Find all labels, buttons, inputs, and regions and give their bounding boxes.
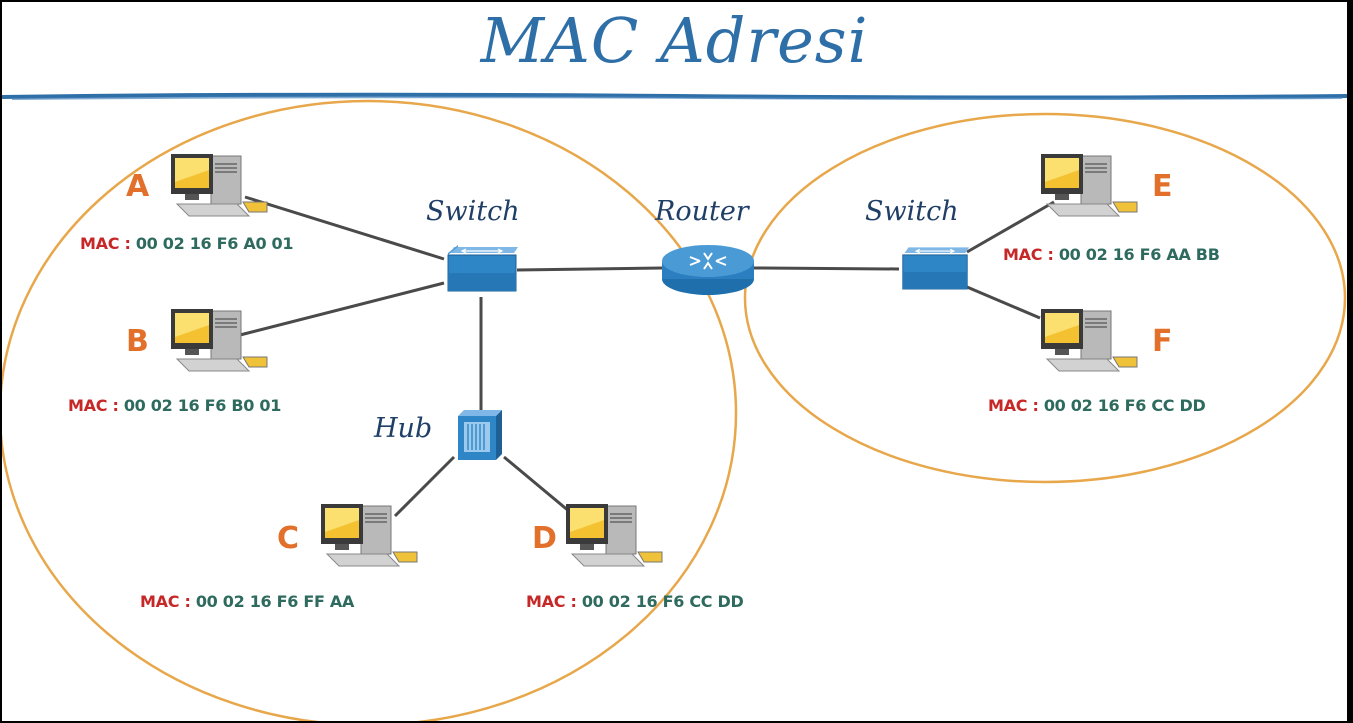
mac-value: 00 02 16 F6 CC DD	[581, 592, 744, 611]
link-switch-e	[966, 200, 1055, 254]
mac-value: 00 02 16 F6 B0 01	[123, 396, 282, 415]
link-router-switch	[753, 266, 900, 271]
host-a-letter: A	[126, 169, 150, 204]
router-icon	[662, 245, 754, 295]
link-switch-router	[516, 266, 663, 272]
left-network-circle	[2, 99, 738, 721]
host-d-mac: MAC : 00 02 16 F6 CC DD	[526, 594, 744, 610]
mac-prefix: MAC	[988, 396, 1028, 415]
computer-e-icon	[1041, 154, 1138, 217]
switch-icon	[447, 245, 518, 292]
link-b-switch	[239, 281, 445, 337]
host-a-mac: MAC : 00 02 16 F6 A0 01	[80, 234, 294, 253]
host-b-letter: B	[126, 324, 149, 359]
mac-separator: :	[124, 234, 131, 253]
mac-separator: :	[112, 396, 119, 415]
page-title: MAC Adresi	[480, 4, 869, 77]
host-e-letter: E	[1152, 169, 1173, 204]
mac-value: 00 02 16 F6 FF AA	[195, 592, 355, 611]
host-c-letter: C	[277, 521, 300, 556]
mac-prefix: MAC	[80, 234, 120, 253]
switch-right-label: Switch	[865, 196, 959, 227]
mac-value: 00 02 16 F6 AA BB	[1058, 245, 1220, 264]
router-label: Router	[655, 196, 749, 227]
mac-separator: :	[570, 592, 577, 611]
host-f-mac: MAC : 00 02 16 F6 CC DD	[988, 398, 1206, 414]
host-d-letter: D	[532, 521, 557, 556]
link-hub-c	[393, 455, 456, 518]
mac-prefix: MAC	[1003, 245, 1043, 264]
host-f-letter: F	[1152, 324, 1173, 359]
link-a-switch	[244, 195, 445, 261]
title-underline	[2, 92, 1347, 100]
computer-c-icon	[321, 504, 418, 567]
switch-icon	[902, 247, 970, 290]
link-hub-d	[503, 455, 571, 514]
switch-left-label: Switch	[426, 196, 520, 227]
link-switch-f	[966, 285, 1041, 320]
computer-b-icon	[171, 309, 268, 372]
mac-separator: :	[1047, 245, 1054, 264]
computer-d-icon	[566, 504, 663, 567]
hub-label: Hub	[374, 413, 433, 444]
mac-value: 00 02 16 F6 CC DD	[1043, 396, 1206, 415]
computer-a-icon	[171, 154, 268, 217]
mac-prefix: MAC	[526, 592, 566, 611]
mac-prefix: MAC	[68, 396, 108, 415]
hub-icon	[458, 410, 502, 460]
host-c-mac: MAC : 00 02 16 F6 FF AA	[140, 594, 354, 610]
host-e-mac: MAC : 00 02 16 F6 AA BB	[1003, 247, 1220, 263]
right-network-circle	[743, 112, 1347, 484]
mac-prefix: MAC	[140, 592, 180, 611]
host-b-mac: MAC : 00 02 16 F6 B0 01	[68, 398, 281, 414]
mac-separator: :	[184, 592, 191, 611]
computer-f-icon	[1041, 309, 1138, 372]
mac-separator: :	[1032, 396, 1039, 415]
mac-value: 00 02 16 F6 A0 01	[135, 234, 294, 253]
